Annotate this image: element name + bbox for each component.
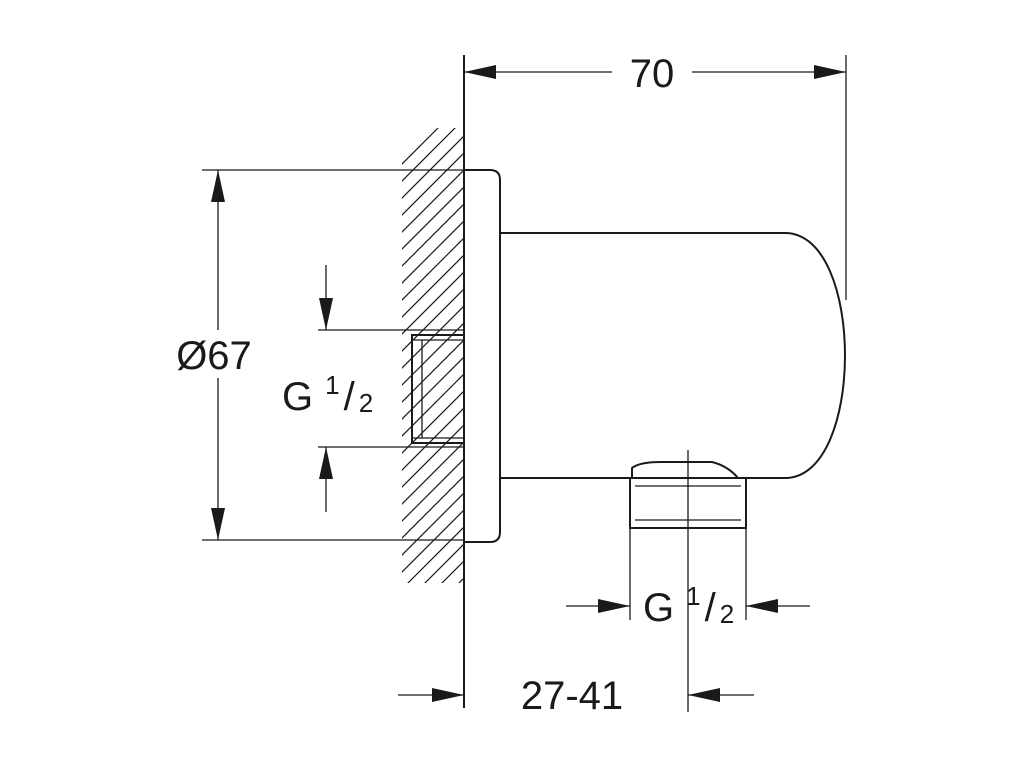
dimension-flange-diameter: Ø67 <box>160 169 464 541</box>
hatch-line <box>458 577 464 583</box>
hatch-line <box>402 203 464 267</box>
hatch-line <box>402 128 456 182</box>
wall-offset-label: 27-41 <box>521 674 623 718</box>
hatch-line <box>402 135 464 199</box>
hatch-line <box>441 560 464 583</box>
hatch-line <box>402 424 464 488</box>
hatch-line <box>407 526 464 583</box>
hatch-line <box>402 458 464 522</box>
hatch-line <box>402 390 464 454</box>
hatch-line <box>402 254 464 318</box>
hatch-line <box>402 441 464 505</box>
hatch-line <box>402 475 464 539</box>
inlet-nipple <box>411 334 465 444</box>
hatch-line <box>402 271 464 335</box>
dimension-overall-length: 70 <box>464 52 847 300</box>
hatch-line <box>402 322 464 386</box>
hatch-line <box>402 220 464 284</box>
hatch-line <box>400 593 466 659</box>
dimension-outlet-thread: G 1 / 2 <box>566 528 810 630</box>
hatch-line <box>402 152 464 216</box>
wall-hatching <box>400 128 466 693</box>
hatch-line <box>402 356 464 420</box>
inlet-thread-label: G 1 / 2 <box>282 370 373 419</box>
hatch-line <box>402 128 439 165</box>
outlet-thread-label: G 1 / 2 <box>643 581 734 630</box>
hatch-line <box>402 373 464 437</box>
hatch-line <box>402 492 464 556</box>
dimension-wall-offset: 27-41 <box>398 450 754 718</box>
flange-diameter-label: Ø67 <box>176 334 252 378</box>
hatch-line <box>402 305 464 369</box>
hatch-line <box>402 169 464 233</box>
hatch-line <box>400 627 466 693</box>
hatch-line <box>402 509 464 573</box>
hatch-line <box>402 407 464 471</box>
flange <box>464 169 501 543</box>
hatch-line <box>424 543 464 583</box>
dimension-inlet-thread: G 1 / 2 <box>282 265 464 512</box>
overall-length-label: 70 <box>630 52 675 96</box>
hatch-line <box>402 288 464 352</box>
hatch-line <box>402 186 464 250</box>
hatch-line <box>400 610 466 676</box>
hatch-line <box>402 237 464 301</box>
hatch-line <box>402 339 464 403</box>
elbow-body <box>500 232 846 479</box>
